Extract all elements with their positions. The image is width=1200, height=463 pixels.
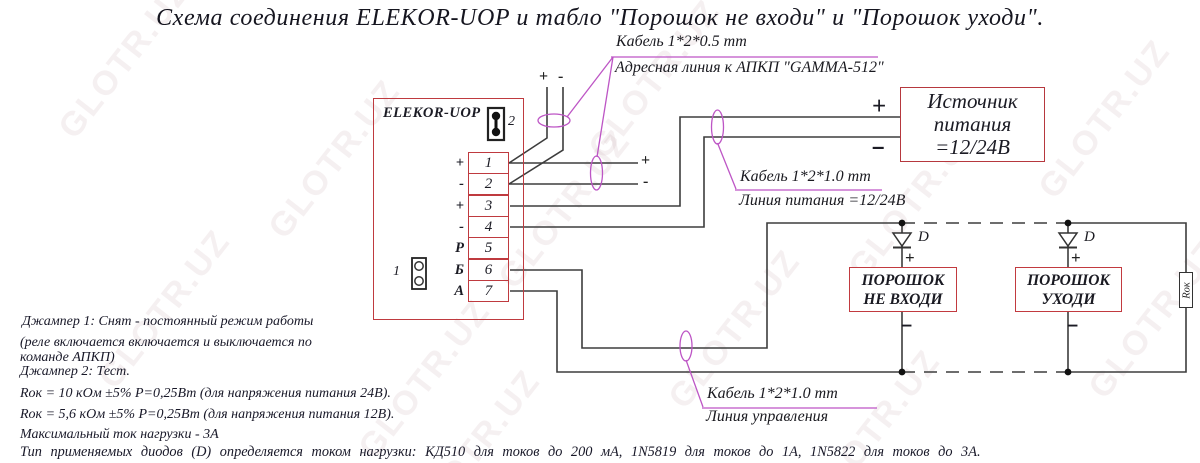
- diode-icon: [1057, 232, 1079, 249]
- terminal-cell: 7: [468, 280, 509, 302]
- jumper1-icon: [411, 257, 427, 290]
- address-stub-plus: +: [641, 152, 651, 169]
- power-supply-box: Источник питания =12/24В: [900, 87, 1045, 162]
- jumper2-icon: [486, 106, 506, 142]
- elekor-uop-box: [373, 98, 524, 320]
- terminal-row: А 7: [434, 280, 509, 302]
- terminal-cell: 2: [468, 173, 509, 195]
- jumper2-label: 2: [508, 114, 515, 129]
- tableau1-box: ПОРОШОК НЕ ВХОДИ: [849, 267, 957, 312]
- address-top-plus: +: [539, 68, 549, 85]
- control-wire-b: [510, 222, 902, 349]
- control-cable-label: Кабель 1*2*1.0 mm: [707, 385, 838, 402]
- tableau2-plus: +: [1071, 248, 1081, 267]
- diode1-label: D: [918, 229, 929, 245]
- power-supply-line2: питания: [933, 112, 1012, 136]
- note-line: Rок = 5,6 кОм ±5% P=0,25Вт (для напряжен…: [20, 407, 395, 422]
- address-wire-plus: [508, 87, 638, 164]
- terminal-cell: 1: [468, 152, 509, 174]
- resistor-label: Rок: [1181, 282, 1193, 299]
- junction-dot: [1064, 368, 1072, 376]
- note-line: команде АПКП): [20, 350, 115, 365]
- diode-icon: [891, 232, 913, 249]
- power-wire-plus: [510, 116, 900, 207]
- terminal-polarity-label: -: [459, 175, 464, 192]
- note-line: Джампер 2: Тест.: [20, 364, 130, 379]
- terminal-row: Б 6: [434, 259, 509, 281]
- tableau1-line1: ПОРОШОК: [861, 272, 945, 289]
- terminal-cell: 3: [468, 195, 509, 217]
- psu-plus-sign: +: [872, 93, 887, 120]
- top-bus-to-resistor: [1068, 222, 1187, 272]
- jumper1-label: 1: [393, 264, 400, 279]
- terminal-cell: 4: [468, 216, 509, 238]
- junction-dot: [898, 219, 906, 227]
- tableau1-minus: -: [900, 311, 913, 336]
- note-line: Максимальный ток нагрузки - 3А: [20, 427, 219, 442]
- diode2-label: D: [1084, 229, 1095, 245]
- tableau2-minus: -: [1066, 311, 1079, 336]
- tableau1-plus: +: [905, 248, 915, 267]
- note-line: Тип применяемых диодов (D) определяется …: [20, 444, 981, 460]
- terminal-polarity-label: А: [454, 282, 464, 299]
- terminal-row: - 4: [434, 216, 509, 238]
- terminal-polarity-label: +: [455, 154, 464, 171]
- junction-dot: [898, 368, 906, 376]
- address-top-minus: -: [558, 68, 564, 85]
- power-cable-label: Кабель 1*2*1.0 mm: [740, 168, 871, 185]
- terminal-polarity-label: +: [455, 197, 464, 214]
- device-name-label: ELEKOR-UOP: [383, 105, 481, 121]
- control-wire-a: [510, 290, 902, 373]
- terminal-polarity-label: Р: [455, 239, 464, 256]
- terminal-row: + 1: [434, 152, 509, 174]
- cable-callouts: [537, 56, 882, 409]
- address-wire-minus: [508, 87, 638, 185]
- address-stub-minus: -: [643, 173, 649, 190]
- tableau2-box: ПОРОШОК УХОДИ: [1015, 267, 1122, 312]
- terminal-polarity-label: -: [459, 218, 464, 235]
- bottom-bus-to-resistor: [1068, 308, 1187, 373]
- terminal-cell: 5: [468, 237, 509, 259]
- tableau2-line1: ПОРОШОК: [1027, 272, 1110, 289]
- tableau2-line2: УХОДИ: [1041, 291, 1096, 308]
- resistor-box: Rок: [1179, 272, 1193, 308]
- address-cable-label: Кабель 1*2*0.5 mm: [616, 33, 747, 50]
- control-line-desc: Линия управления: [706, 408, 829, 425]
- psu-minus-sign: -: [871, 133, 886, 160]
- address-line-desc: Адресная линия к АПКП "GAMMA-512": [615, 59, 884, 76]
- power-supply-line3: =12/24В: [935, 135, 1010, 159]
- terminal-polarity-label: Б: [454, 261, 464, 278]
- terminal-row: Р 5: [434, 237, 509, 259]
- power-supply-line1: Источник: [927, 89, 1018, 113]
- power-wire-minus: [510, 136, 900, 228]
- terminal-cell: 6: [468, 259, 509, 281]
- page-title: Схема соединения ELEKOR-UOP и табло "Пор…: [156, 5, 1044, 31]
- junction-dot: [1064, 219, 1072, 227]
- terminal-row: + 3: [434, 195, 509, 217]
- note-line: (реле включается включается и выключаетс…: [20, 335, 312, 350]
- terminal-row: - 2: [434, 173, 509, 195]
- note-line: Джампер 1: Снят - постоянный режим работ…: [22, 314, 314, 329]
- tableau1-line2: НЕ ВХОДИ: [863, 291, 943, 308]
- note-line: Rок = 10 кОм ±5% P=0,25Вт (для напряжени…: [20, 386, 391, 401]
- power-line-desc: Линия питания =12/24В: [739, 192, 906, 209]
